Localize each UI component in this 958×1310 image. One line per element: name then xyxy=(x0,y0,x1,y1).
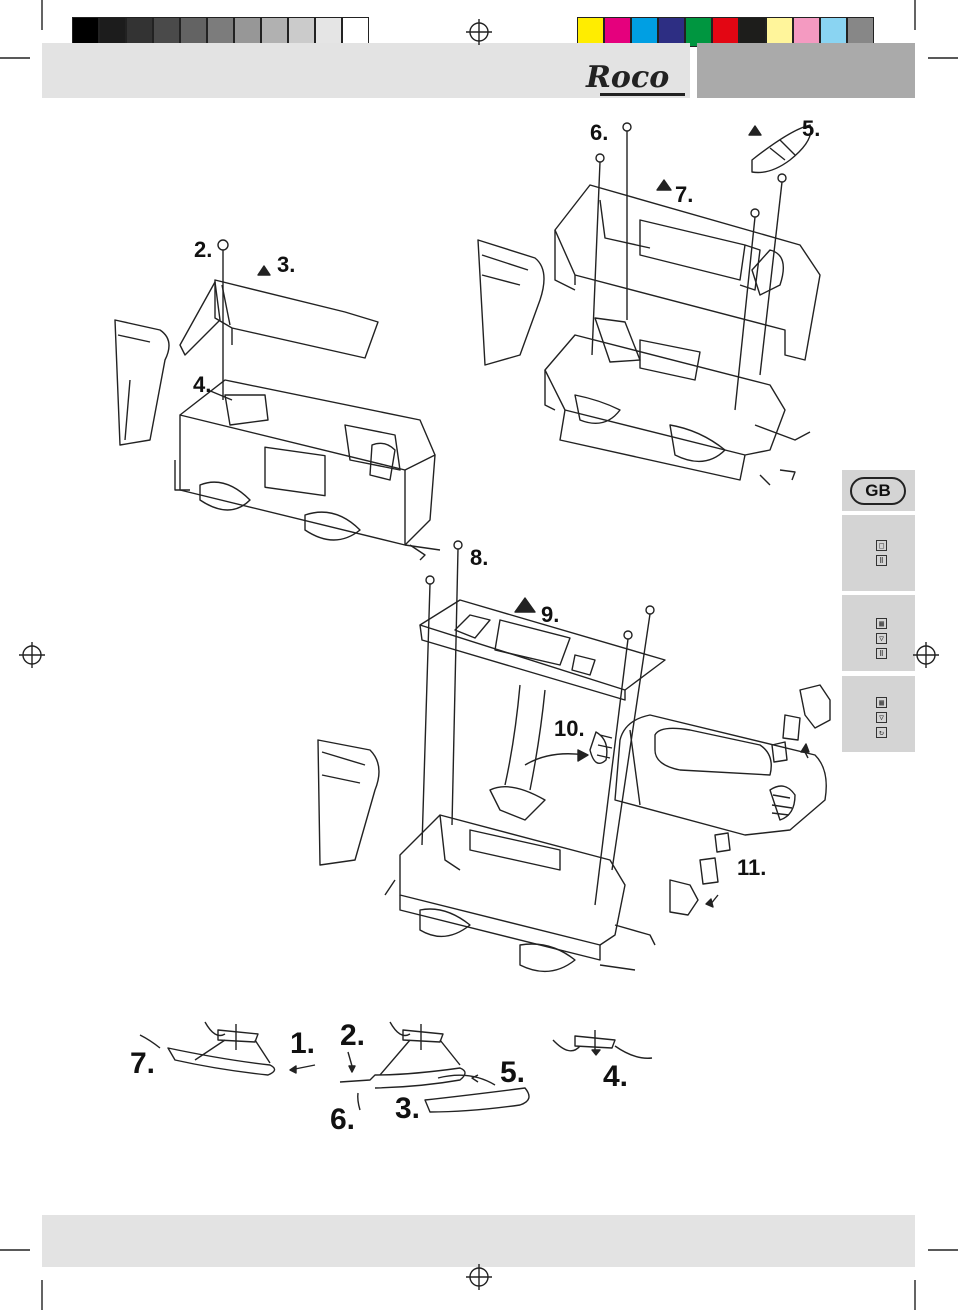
figure-1-tender xyxy=(115,240,440,560)
step-label-10: 10. xyxy=(554,716,585,742)
step-label-7: 7. xyxy=(675,182,693,208)
registration-mark-right xyxy=(913,642,939,668)
step-label-6: 6. xyxy=(590,120,608,146)
figure-3-motor xyxy=(318,541,830,971)
step-label-2: 2. xyxy=(194,237,212,263)
coupler-step-5: 5. xyxy=(500,1056,525,1090)
step-label-3: 3. xyxy=(277,252,295,278)
step-label-5: 5. xyxy=(802,116,820,142)
figure-2-housing xyxy=(478,123,820,485)
step-label-11: 11. xyxy=(737,855,766,881)
step-label-8: 8. xyxy=(470,545,488,571)
coupler-diagram-1 xyxy=(140,1022,315,1075)
registration-mark-left xyxy=(19,642,45,668)
step-label-4: 4. xyxy=(193,372,211,398)
registration-mark-bottom xyxy=(466,1264,492,1290)
coupler-step-3: 3. xyxy=(395,1092,420,1126)
registration-mark-top xyxy=(466,19,492,45)
coupler-step-2: 2. xyxy=(340,1019,365,1053)
coupler-step-7: 7. xyxy=(130,1047,155,1081)
arrow-up-3 xyxy=(258,266,270,275)
coupler-step-4: 4. xyxy=(603,1060,628,1094)
coupler-step-1: 1. xyxy=(290,1027,315,1061)
coupler-diagram-3 xyxy=(553,1030,652,1058)
arrow-up-9 xyxy=(515,598,535,612)
step-label-9: 9. xyxy=(541,602,559,628)
arrow-up-5 xyxy=(749,126,761,135)
coupler-step-6: 6. xyxy=(330,1103,355,1137)
arrow-up-7 xyxy=(657,180,671,190)
